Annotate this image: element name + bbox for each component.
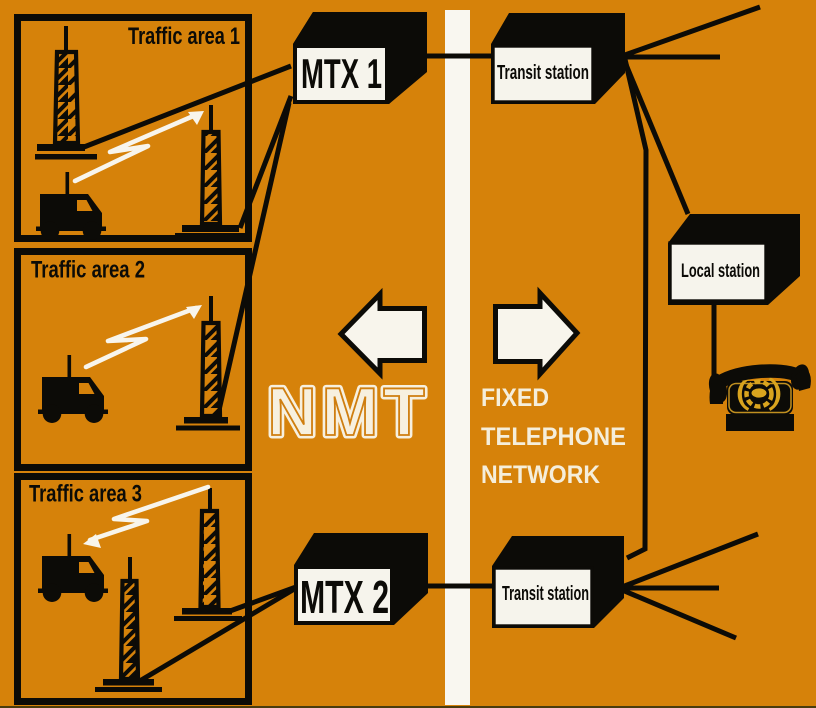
svg-text:Traffic area 3: Traffic area 3 <box>29 481 142 508</box>
svg-text:Local station: Local station <box>681 261 760 282</box>
svg-text:Traffic area 1: Traffic area 1 <box>128 23 240 50</box>
svg-text:NETWORK: NETWORK <box>481 461 600 489</box>
svg-text:FIXED: FIXED <box>481 384 549 412</box>
svg-text:MTX 1: MTX 1 <box>301 50 382 97</box>
svg-text:Traffic area 2: Traffic area 2 <box>31 257 145 284</box>
svg-text:NMT: NMT <box>268 374 430 450</box>
svg-text:TELEPHONE: TELEPHONE <box>481 423 626 451</box>
svg-text:NMT: NMT <box>268 374 430 450</box>
svg-text:MTX 2: MTX 2 <box>300 571 389 623</box>
svg-text:Transit station: Transit station <box>502 583 589 605</box>
svg-text:Transit station: Transit station <box>497 62 589 84</box>
